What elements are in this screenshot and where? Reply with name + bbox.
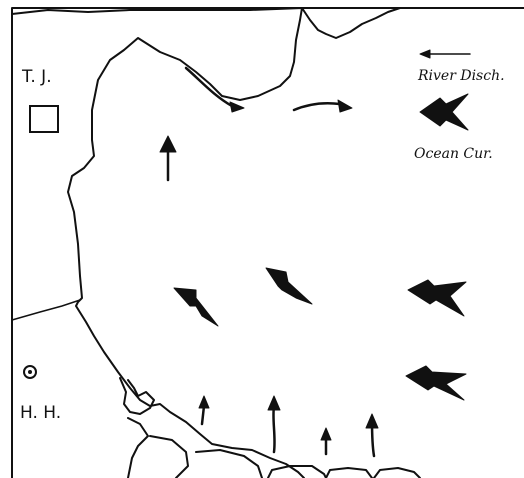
south-islands xyxy=(267,465,421,478)
river-discharge-arrow xyxy=(320,427,332,456)
ocean-current-arrow xyxy=(173,287,219,327)
map-frame xyxy=(11,7,524,478)
circle-dot-marker xyxy=(23,365,37,379)
river-discharge-arrow xyxy=(292,99,353,113)
northeast-shore xyxy=(301,7,401,39)
south-shore-2 xyxy=(149,435,189,478)
coastline xyxy=(11,7,305,478)
tj-label: T. J. xyxy=(21,67,52,87)
boundary-west xyxy=(11,299,81,321)
legend-river-label: River Disch. xyxy=(417,68,505,84)
river-discharge-arrow xyxy=(267,395,281,454)
hh-label: H. H. xyxy=(20,403,61,423)
river-discharge-arrow xyxy=(365,413,379,458)
hh-bay xyxy=(119,377,155,415)
river-discharge-arrow xyxy=(198,395,210,426)
ocean-current-arrow xyxy=(265,267,313,305)
ocean-current-arrow xyxy=(407,279,467,317)
river-discharge-arrow xyxy=(159,135,177,182)
south-shore-3 xyxy=(195,449,263,478)
legend-ocean-label: Ocean Cur. xyxy=(414,146,493,162)
square-marker xyxy=(29,105,59,133)
ocean-current-arrow xyxy=(405,365,467,401)
legend-river-arrow xyxy=(419,49,471,59)
river-discharge-arrow xyxy=(184,66,245,113)
legend-ocean-arrow xyxy=(419,93,469,131)
south-shore xyxy=(127,417,149,478)
